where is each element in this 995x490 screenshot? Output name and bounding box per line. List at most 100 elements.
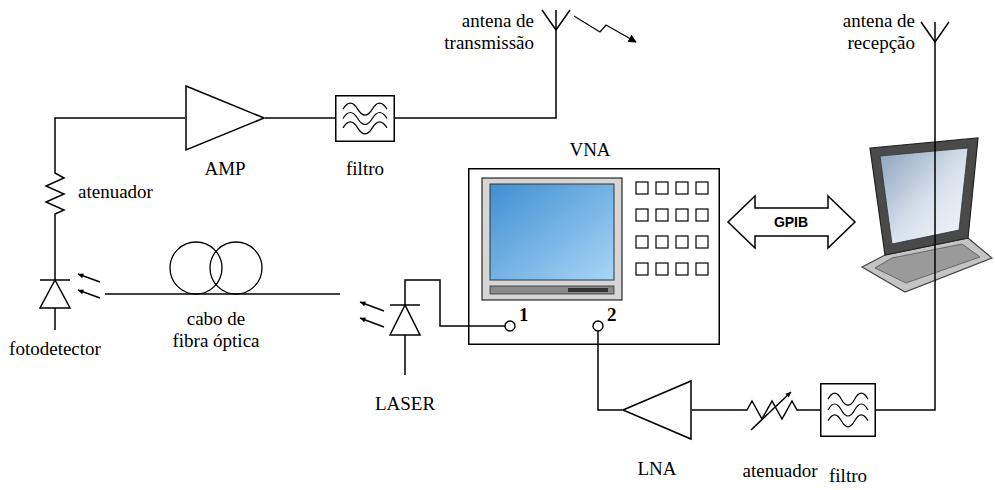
front-button xyxy=(656,236,668,248)
front-button xyxy=(656,263,668,275)
light-arrow xyxy=(360,318,384,327)
port-number: 1 xyxy=(519,304,539,326)
component-label: cabo de fibra óptica xyxy=(169,308,263,352)
filter-wave xyxy=(343,113,387,125)
amplifier-triangle xyxy=(623,381,691,439)
front-button xyxy=(656,182,668,194)
light-arrow xyxy=(78,274,100,282)
vna-instrument-outline xyxy=(468,168,720,345)
filter-wave xyxy=(828,404,868,416)
screen-base xyxy=(490,286,614,294)
component-label: atenuador xyxy=(735,460,825,482)
screen-slot xyxy=(568,288,608,292)
filter-symbol-outline xyxy=(335,95,395,142)
filter-symbol: filtro xyxy=(335,95,395,142)
front-button xyxy=(676,182,688,194)
arrow-head xyxy=(78,289,84,294)
wire-path xyxy=(54,222,56,258)
laptop-screen xyxy=(880,148,968,244)
bus-label: GPIB xyxy=(751,213,831,231)
amplifier-symbol-outline xyxy=(185,85,265,151)
wire-path xyxy=(692,409,735,411)
port-wire xyxy=(597,331,599,345)
vna-instrument: VNA12 xyxy=(468,168,720,345)
filter-box xyxy=(336,96,395,142)
variable-arrow xyxy=(751,392,791,430)
diode-triangle xyxy=(40,280,70,308)
filter-wave xyxy=(343,122,387,134)
arrow-head xyxy=(785,392,791,398)
lna-symbol: LNA xyxy=(622,380,692,440)
signal-wire xyxy=(105,294,160,295)
radiation-arrow xyxy=(574,16,636,42)
filter-box xyxy=(821,384,876,437)
diode-triangle xyxy=(390,305,420,335)
fiber-loop xyxy=(170,242,222,294)
component-label: fotodetector xyxy=(3,338,107,360)
laptop-lid xyxy=(870,138,978,255)
amplifier-symbol: AMP xyxy=(185,85,265,151)
front-button xyxy=(696,182,708,194)
front-button xyxy=(656,209,668,221)
light-arrow xyxy=(360,302,384,311)
front-button xyxy=(636,263,648,275)
diode-lead xyxy=(404,335,406,375)
photodetector-symbol-outline xyxy=(38,258,105,330)
front-button xyxy=(676,236,688,248)
lna-symbol-outline xyxy=(622,380,692,440)
signal-wire xyxy=(265,118,335,119)
front-button xyxy=(676,263,688,275)
front-button xyxy=(636,236,648,248)
component-label: filtro xyxy=(813,465,883,487)
component-label: LNA xyxy=(622,458,692,480)
gpib-double-arrow xyxy=(728,196,855,248)
arrow-head xyxy=(360,301,366,306)
component-label: antena de recepção xyxy=(815,10,915,54)
component-label: AMP xyxy=(190,158,260,180)
front-button xyxy=(696,236,708,248)
receive-antenna: antena de recepção xyxy=(919,20,951,62)
component-label: antena de transmissão xyxy=(434,10,534,54)
attenuator-symbol-outline xyxy=(40,165,70,222)
signal-wire xyxy=(395,60,556,118)
diode-lead xyxy=(54,308,56,330)
port-connector xyxy=(505,321,515,331)
attenuator-symbol: atenuador xyxy=(40,165,70,222)
component-label: LASER xyxy=(365,393,445,415)
wire-path xyxy=(272,293,340,295)
wire-path xyxy=(805,409,820,411)
port-number: 2 xyxy=(607,304,627,326)
variable-attenuator-symbol-outline xyxy=(735,388,805,432)
signal-wire xyxy=(272,294,340,295)
signal-wire xyxy=(805,410,820,411)
component-label: VNA xyxy=(550,139,630,161)
fiber-coil-outline xyxy=(160,240,272,300)
component-label: atenuador xyxy=(78,181,178,203)
instrument-case xyxy=(469,169,720,345)
front-button xyxy=(636,182,648,194)
component-label: filtro xyxy=(330,158,400,180)
transmit-antenna: antena de transmissão xyxy=(540,8,572,60)
laser-symbol-outline xyxy=(340,287,425,385)
wire-path xyxy=(265,117,335,119)
filter-symbol-outline xyxy=(820,383,876,437)
fiber-coil: cabo de fibra óptica xyxy=(160,240,272,300)
laser-symbol: LASER xyxy=(340,287,425,385)
wire-path xyxy=(876,62,935,410)
front-button xyxy=(696,209,708,221)
diode-lead xyxy=(404,287,406,305)
filter-wave xyxy=(343,103,387,115)
port-wire xyxy=(468,325,505,327)
front-button xyxy=(676,209,688,221)
signal-wire xyxy=(598,345,622,410)
wire-path xyxy=(105,293,160,295)
wire-path xyxy=(405,280,468,326)
photodetector-symbol: fotodetector xyxy=(38,258,105,330)
antenna-head xyxy=(921,22,949,42)
port-connector xyxy=(593,321,603,331)
diode-lead xyxy=(54,258,56,280)
antenna-head xyxy=(542,10,570,30)
antenna-mast xyxy=(555,10,557,60)
amplifier-triangle xyxy=(186,86,264,150)
